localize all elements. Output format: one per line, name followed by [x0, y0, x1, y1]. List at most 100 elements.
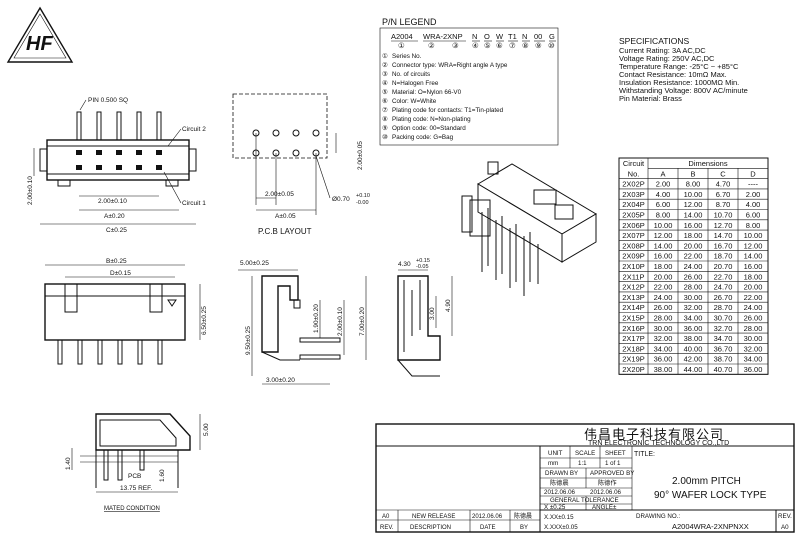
table-cell: 6.00 — [746, 211, 761, 220]
table-cell: 2.00 — [746, 190, 761, 199]
rev-row-1-date: 2012.06.06 — [472, 514, 503, 520]
pn-legend-title: P/N LEGEND — [382, 17, 437, 27]
dim-a: A±0.20 — [104, 213, 125, 220]
table-cell: 26.00 — [684, 272, 703, 281]
table-cell: 2X11P — [623, 272, 645, 281]
table-cell: 32.00 — [684, 303, 703, 312]
table-header-circuit: Circuit — [623, 159, 645, 168]
pn-marker-5: ⑤ — [484, 41, 491, 50]
table-cell: 44.00 — [684, 365, 703, 374]
unit-value: mm — [548, 460, 558, 467]
tol-xxx: X.XXX±0.05 — [544, 524, 578, 531]
pcb-dim-200: 2.00±0.05 — [265, 191, 294, 198]
table-cell: 36.00 — [684, 324, 703, 333]
pcb-layout-view: 2.00±0.05 A±0.05 2.00±0.05 Ø0.70 +0.10 -… — [232, 93, 370, 236]
pcb-hole-tol-minus: -0.00 — [356, 200, 369, 206]
rev-row-1-by: 陈德晨 — [514, 512, 532, 520]
company-logo: HF — [6, 6, 74, 63]
pn-part-6: T1 — [508, 32, 517, 41]
table-cell: 32.00 — [654, 334, 673, 343]
rev-row-2-by: BY — [520, 525, 528, 531]
side-view-left: B±0.25 D±0.15 6.50±0.25 — [44, 258, 208, 365]
table-cell: 2X12P — [622, 283, 645, 292]
pn-item-9: Option code: 00=Standard — [392, 125, 466, 132]
table-cell: 6.00 — [656, 200, 671, 209]
dim-w-430-tol-plus: +0.15 — [416, 258, 430, 264]
approved-by-label: APPROVED BY — [590, 470, 634, 477]
svg-text:⑧: ⑧ — [382, 116, 388, 123]
pn-part-2: WRA-2XNP — [423, 32, 463, 41]
front-view: PIN 0.500 SQ Circuit 2 Circuit 1 — [27, 97, 206, 234]
pcb-hole-tol-plus: +0.10 — [356, 193, 370, 199]
title-label: TITLE: — [634, 451, 655, 458]
table-cell: 38.00 — [654, 365, 673, 374]
svg-text:③: ③ — [382, 71, 388, 78]
svg-text:⑩: ⑩ — [382, 134, 388, 141]
company-en: TRN ELECTRONIC TECHNOLOGY CO.,LTD — [588, 440, 729, 447]
table-cell: 2X15P — [622, 314, 645, 323]
pn-item-5: Material: O=Nylon 66-V0 — [392, 89, 462, 96]
table-cell: 20.00 — [654, 272, 673, 281]
table-cell: 30.00 — [684, 293, 703, 302]
table-col-b: B — [690, 169, 695, 178]
table-cell: 16.00 — [744, 262, 763, 271]
rev-row-1-rev: A0 — [382, 514, 390, 520]
table-cell: 2X10P — [622, 262, 645, 271]
company-cn: 伟昌电子科技有限公司 — [584, 427, 724, 442]
table-cell: 36.00 — [654, 355, 673, 364]
table-cell: 18.70 — [714, 252, 733, 261]
table-cell: 2X13P — [622, 293, 645, 302]
tol-x: X ±0.25 — [544, 504, 566, 511]
dim-h-200: 2.00±0.10 — [337, 307, 344, 336]
table-cell: 2X20P — [622, 365, 645, 374]
approved-by-name: 陈德作 — [598, 479, 617, 487]
table-cell: 10.00 — [744, 231, 763, 240]
pn-part-8: 00 — [534, 32, 542, 41]
table-cell: 42.00 — [684, 355, 703, 364]
dim-w-300: 3.00±0.20 — [266, 377, 295, 384]
table-cell: 34.70 — [714, 334, 733, 343]
dim-w-430-tol-minus: -0.05 — [416, 264, 429, 270]
pn-item-6: Color: W=White — [392, 98, 437, 105]
pn-marker-10: ⑩ — [548, 41, 555, 50]
table-cell: 8.70 — [716, 200, 731, 209]
scale-value: 1:1 — [578, 460, 587, 467]
table-cell: 18.00 — [684, 231, 703, 240]
table-cell: 40.70 — [714, 365, 733, 374]
table-cell: 22.00 — [654, 283, 673, 292]
table-cell: 36.00 — [744, 365, 763, 374]
title-line-2: 90° WAFER LOCK TYPE — [654, 490, 767, 501]
pn-legend: P/N LEGEND A2004 WRA-2XNP N O W T1 N 00 … — [379, 17, 559, 146]
table-cell: 32.00 — [744, 344, 763, 353]
table-cell: 24.70 — [714, 283, 733, 292]
table-cell: 28.70 — [714, 303, 733, 312]
table-col-a: A — [660, 169, 665, 178]
rev-value: A0 — [781, 524, 789, 531]
table-cell: 14.00 — [744, 252, 763, 261]
table-cell: 18.00 — [654, 262, 673, 271]
table-cell: 2X07P — [622, 231, 645, 240]
table-cell: 30.70 — [714, 314, 733, 323]
dim-w-430: 4.30 — [398, 261, 411, 268]
spec-line-1: Current Rating: 3A AC,DC — [619, 46, 706, 55]
table-cell: 8.00 — [686, 180, 701, 189]
dim-h-500: 5.00 — [203, 423, 210, 436]
pn-item-2: Connector type: WRA=Right angle A type — [392, 62, 508, 69]
table-cell: 24.00 — [684, 262, 703, 271]
unit-label: UNIT — [548, 450, 563, 457]
dim-h-190: 1.90±0.20 — [313, 304, 320, 333]
dim-side: 2.00±0.10 — [27, 176, 34, 205]
dim-h-140: 1.40 — [65, 457, 72, 470]
table-cell: 2X18P — [622, 344, 645, 353]
table-cell: 2X04P — [622, 200, 645, 209]
table-cell: 20.00 — [684, 241, 703, 250]
pn-marker-2: ② — [428, 41, 435, 50]
dim-ref-1375: 13.75 REF. — [120, 485, 152, 492]
approved-date: 2012.06.06 — [590, 489, 622, 496]
rev-row-2-rev: REV. — [380, 525, 394, 531]
dim-200-010: 2.00±0.10 — [98, 198, 127, 205]
dim-h-160: 1.60 — [159, 469, 166, 482]
pn-item-4: N=Halogen Free — [392, 80, 439, 87]
pn-part-7: N — [522, 32, 527, 41]
